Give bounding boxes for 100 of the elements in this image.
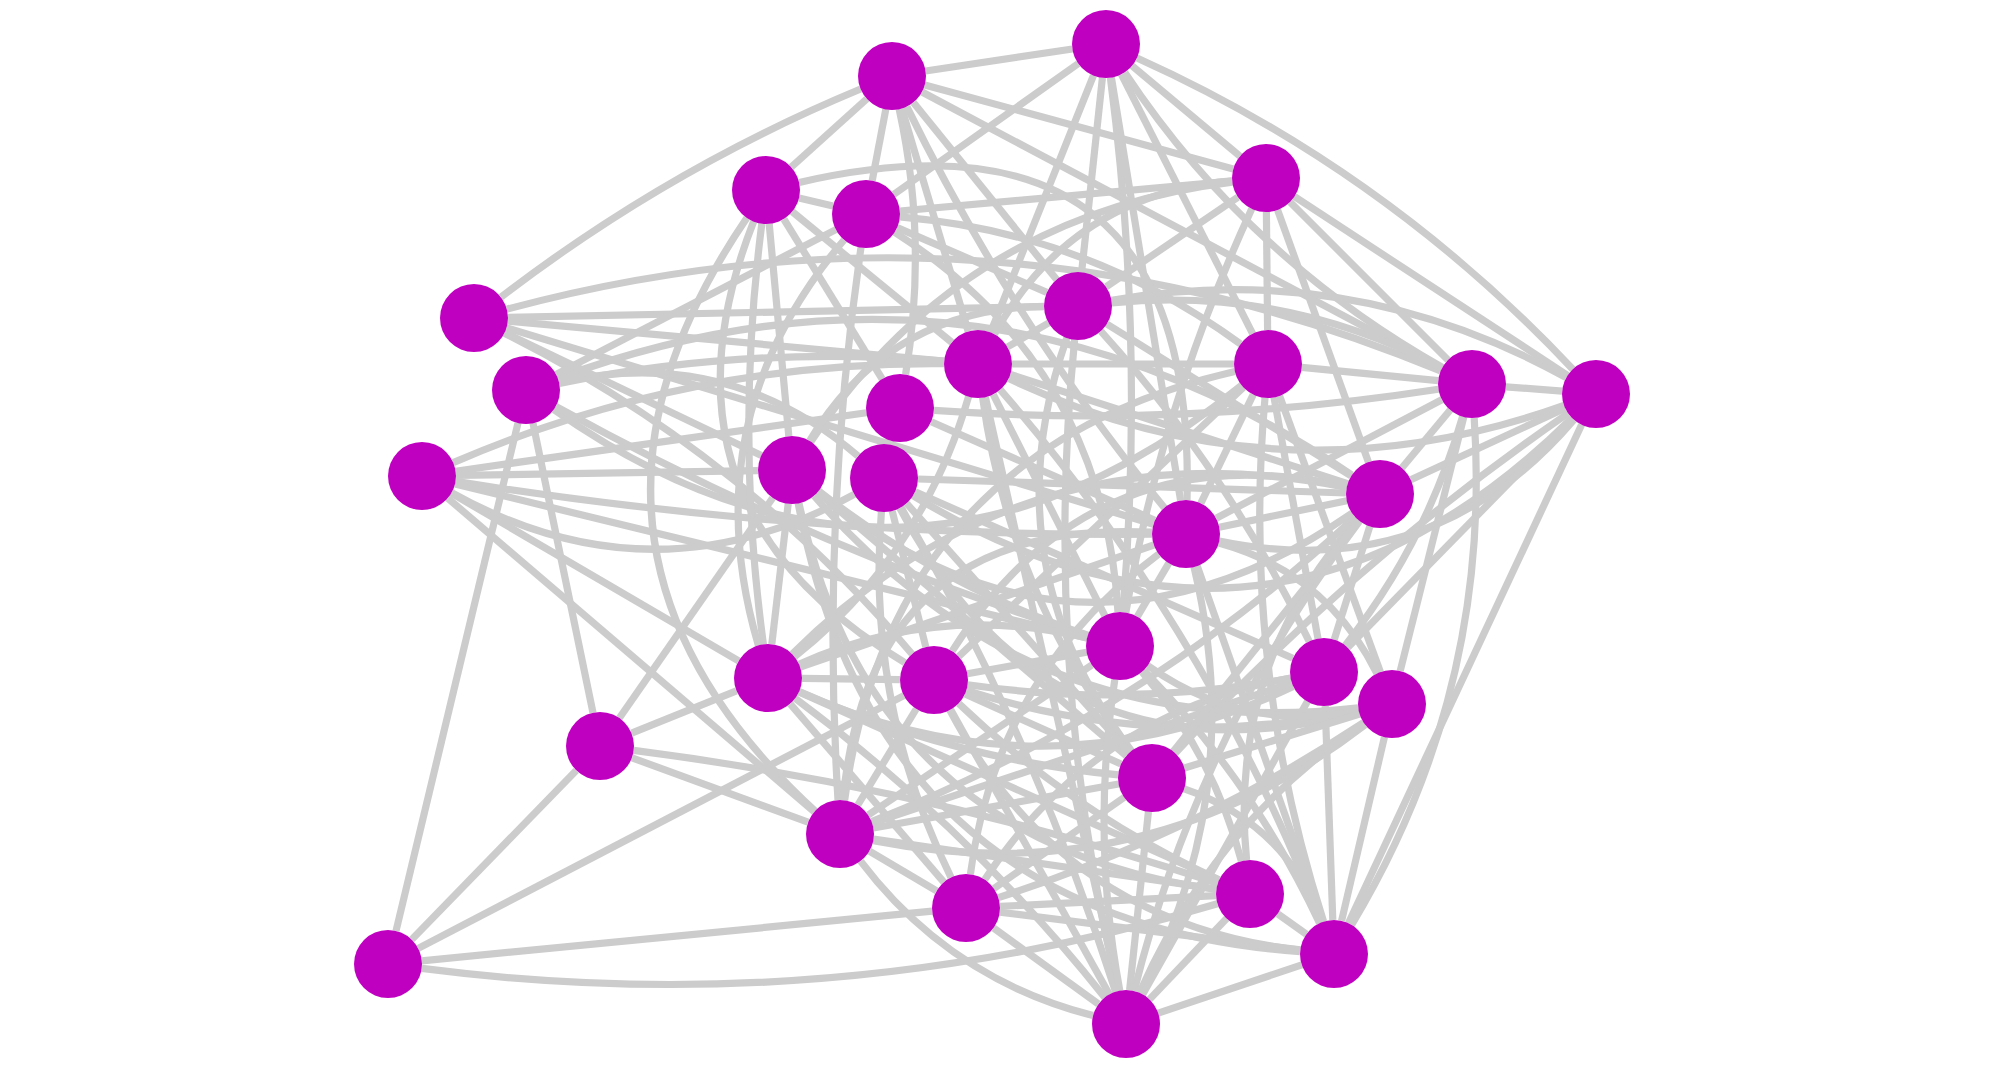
connector-line: [925, 45, 1073, 75]
connector-line: [991, 794, 1127, 892]
connector-line: [798, 194, 834, 210]
connector-line: [990, 392, 1108, 618]
connector-line: [999, 892, 1217, 910]
node-circle: [1072, 10, 1140, 78]
connector-line: [1256, 397, 1328, 923]
connector-line: [923, 81, 1235, 173]
connector-line: [734, 237, 847, 647]
connector-line: [1107, 77, 1185, 501]
connector-line: [1100, 679, 1124, 992]
connector-line: [1348, 417, 1480, 927]
connector-line: [445, 495, 817, 815]
connector-line: [1292, 193, 1570, 379]
connector-line: [788, 96, 870, 170]
connector-line: [455, 409, 867, 475]
connector-line: [1098, 328, 1313, 643]
connector-line: [1134, 561, 1172, 619]
connector-line: [888, 510, 930, 648]
node-circle: [1118, 744, 1186, 812]
connector-line: [1262, 211, 1272, 331]
connector-line: [1183, 710, 1361, 772]
node-circle: [1562, 360, 1630, 428]
connector-line: [898, 107, 972, 333]
connector-line: [630, 754, 810, 826]
connector-line: [967, 674, 1292, 699]
connector-line: [768, 503, 792, 645]
connector-line: [991, 177, 1233, 337]
node-circle: [1290, 638, 1358, 706]
node-circle: [1216, 860, 1284, 928]
connector-line: [421, 907, 933, 965]
connector-line: [799, 541, 1155, 671]
connector-line: [1218, 497, 1348, 531]
connector-line: [899, 213, 1243, 347]
connector-line: [455, 477, 1152, 538]
connector-line: [505, 254, 1442, 375]
node-circle: [1346, 460, 1414, 528]
connector-line: [872, 721, 1368, 857]
connector-line: [841, 368, 1236, 802]
connector-line: [1197, 393, 1257, 505]
connector-line: [854, 707, 920, 807]
connector-line: [1330, 525, 1374, 641]
connector-line: [787, 701, 947, 885]
node-circle: [1232, 144, 1300, 212]
connector-line: [1007, 375, 1566, 454]
node-circle: [566, 712, 634, 780]
node-circle: [932, 874, 1000, 942]
node-circle: [832, 180, 900, 248]
connector-line: [870, 514, 1358, 825]
node-circle: [1092, 990, 1160, 1058]
connector-line: [794, 502, 1301, 956]
node-circle: [1438, 350, 1506, 418]
node-circle: [1086, 612, 1154, 680]
node-circle: [944, 330, 1012, 398]
connector-line: [416, 692, 906, 952]
connector-line: [1345, 423, 1585, 925]
node-circle: [850, 444, 918, 512]
connector-line: [455, 467, 759, 479]
connector-line: [811, 493, 1359, 716]
connector-line: [745, 223, 767, 645]
connector-line: [872, 780, 1120, 832]
connector-line: [1505, 383, 1563, 395]
connector-line: [1270, 396, 1322, 640]
connector-line: [1118, 72, 1256, 336]
connector-line: [897, 505, 1119, 993]
connector-line: [1276, 394, 1384, 674]
connector-line: [1139, 699, 1311, 997]
connector-line: [1122, 207, 1256, 614]
connector-line: [449, 490, 741, 664]
connector-line: [1287, 199, 1451, 363]
connector-line: [866, 662, 1094, 818]
connector-line: [1396, 416, 1468, 672]
node-circle: [900, 646, 968, 714]
connector-line: [997, 719, 1366, 901]
connector-line: [765, 223, 793, 437]
connector-line: [392, 422, 522, 932]
connector-line: [875, 511, 955, 879]
connector-line: [929, 418, 1157, 524]
connector-line: [498, 85, 863, 301]
connector-line: [1104, 320, 1354, 480]
connector-line: [867, 848, 939, 894]
connector-line: [1130, 519, 1363, 992]
connector-line: [956, 384, 1246, 660]
connector-line: [1274, 208, 1372, 464]
connector-line: [947, 707, 1113, 997]
connector-line: [1342, 415, 1467, 648]
connector-line: [1338, 736, 1388, 922]
connector-line: [1157, 961, 1303, 1017]
connector-line: [917, 475, 1347, 497]
connector-line: [1217, 539, 1381, 676]
connector-line: [801, 674, 901, 684]
connector-line: [502, 330, 915, 657]
connector-line: [717, 220, 907, 666]
connector-line: [558, 352, 945, 387]
connector-line: [1111, 286, 1568, 381]
connector-line: [633, 746, 1219, 887]
connector-line: [1146, 916, 1230, 1002]
connector-line: [895, 224, 1049, 296]
connector-line: [1129, 63, 1243, 159]
connector-line: [966, 551, 1161, 875]
